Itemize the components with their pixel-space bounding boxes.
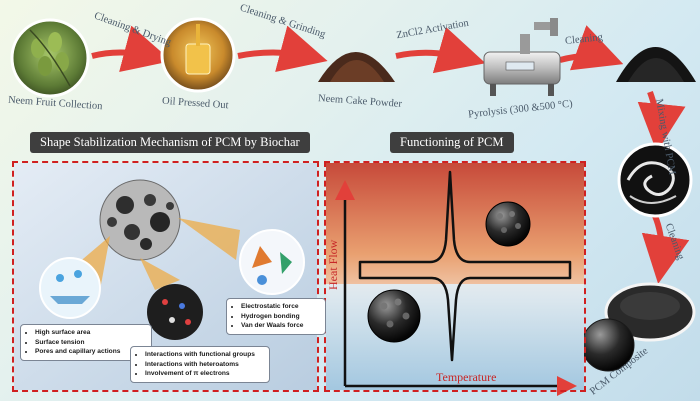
surface-circle: [39, 257, 101, 319]
arrow-mixing: [637, 90, 686, 152]
bullet-item: Involvement of π electrons: [145, 369, 263, 379]
mixing-swirl-photo: [617, 142, 693, 218]
pcm-sphere-hot: [485, 201, 531, 247]
arrow-cleaning-2: [641, 214, 690, 284]
neem-cake-photo: [318, 52, 395, 82]
bullet-item: Electrostatic force: [241, 302, 319, 312]
arrow-zncl2-activation: [395, 27, 486, 74]
x-axis-label: Temperature: [436, 370, 497, 384]
pcm-sphere-cold: [367, 289, 421, 343]
beam-right: [178, 218, 240, 260]
dsc-curve: [358, 170, 572, 362]
neem-fruit-photo: [10, 18, 90, 98]
bullet-item: Interactions with heteroatoms: [145, 360, 263, 370]
functioning-panel: [324, 161, 586, 392]
bullet-item: High surface area: [35, 328, 145, 338]
physical-forces-box: Electrostatic force Hydrogen bonding Van…: [226, 298, 326, 335]
mechanism-title: Shape Stabilization Mechanism of PCM by …: [30, 132, 310, 153]
pcm-composite-dish: [581, 282, 696, 372]
porous-biochar-particle: [99, 179, 181, 261]
pyrolysis-machine: [483, 18, 561, 96]
arrow-cleaning-drying: [91, 25, 172, 73]
arrow-cleaning-1: [559, 25, 624, 71]
functional-group-circle: [147, 284, 203, 340]
chemical-interactions-box: Interactions with functional groups Inte…: [130, 346, 270, 383]
biochar-pile: [616, 47, 696, 82]
functioning-title: Functioning of PCM: [390, 132, 514, 153]
mechanism-panel: [12, 161, 319, 392]
bullet-item: Pores and capillary actions: [35, 347, 145, 357]
interaction-circle: [239, 229, 305, 295]
y-axis-label: Heat Flow: [326, 239, 340, 290]
bullet-item: Hydrogen bonding: [241, 312, 319, 322]
bullet-item: Surface tension: [35, 338, 145, 348]
beam-mid: [140, 258, 180, 290]
oil-pressed-photo: [160, 17, 236, 93]
arrow-cleaning-grinding: [237, 25, 328, 73]
bullet-item: Van der Waals force: [241, 321, 319, 331]
bullet-item: Interactions with functional groups: [145, 350, 263, 360]
